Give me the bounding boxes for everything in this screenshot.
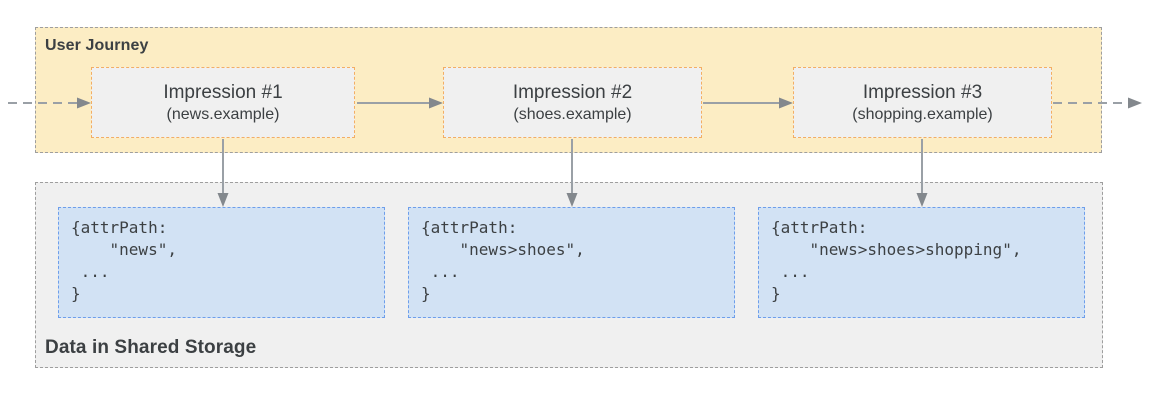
impression-1-title: Impression #1 <box>163 81 283 103</box>
impression-2-title: Impression #2 <box>512 81 633 103</box>
impression-3-domain: (shopping.example) <box>852 105 993 123</box>
storage-entry-2-box: {attrPath: "news>shoes", ... } <box>408 207 735 318</box>
storage-entry-3-box: {attrPath: "news>shoes>shopping", ... } <box>758 207 1085 318</box>
storage-entry-2-code: {attrPath: "news>shoes", ... } <box>421 218 585 303</box>
user-journey-title: User Journey <box>45 37 149 54</box>
shared-storage-title: Data in Shared Storage <box>45 337 257 358</box>
impression-3-box: Impression #3 (shopping.example) <box>793 67 1052 138</box>
impression-2-domain: (shoes.example) <box>513 105 632 123</box>
impression-1-box: Impression #1 (news.example) <box>91 67 355 138</box>
impression-2-box: Impression #2 (shoes.example) <box>443 67 702 138</box>
storage-entry-3-code: {attrPath: "news>shoes>shopping", ... } <box>771 218 1022 303</box>
impression-3-title: Impression #3 <box>862 81 983 103</box>
storage-entry-1-box: {attrPath: "news", ... } <box>58 207 385 318</box>
storage-entry-1-code: {attrPath: "news", ... } <box>71 218 177 303</box>
impression-1-domain: (news.example) <box>166 105 280 123</box>
